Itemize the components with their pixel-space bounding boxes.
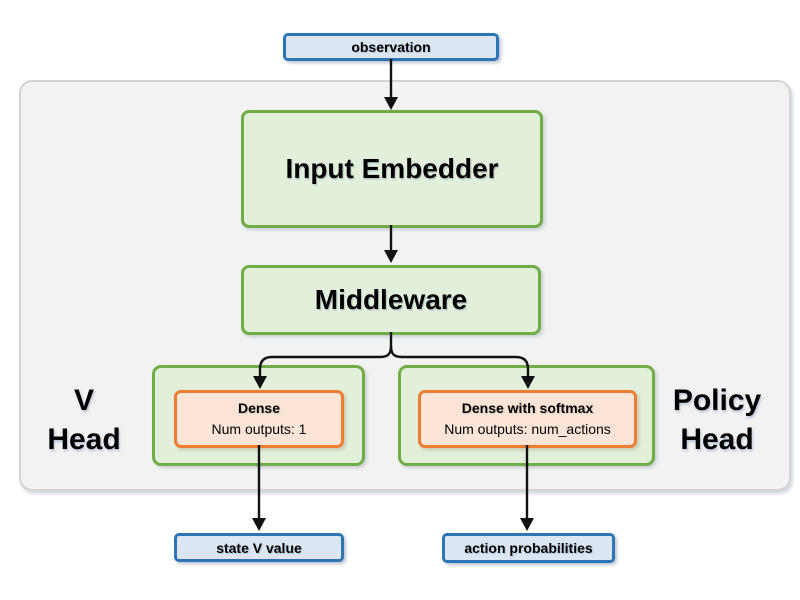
v-head-dense-subtitle: Num outputs: 1 [211,421,307,437]
arrowhead-observation-to-input-embedder [384,97,398,110]
arrowhead-middleware-to-policy-dense [521,376,535,389]
v-head-dense-node: Dense Num outputs: 1 [174,390,344,448]
v-head-dense-title: Dense [237,400,281,416]
policy-head-dense-node: Dense with softmax Num outputs: num_acti… [418,390,637,448]
arrowhead-policy-dense-to-action-probabilities [520,518,534,531]
policy-head-label: Policy Head [653,381,781,459]
arrow-middleware-to-v-dense [258,345,393,377]
policy-head-dense-title: Dense with softmax [461,400,594,416]
policy-head-dense-subtitle: Num outputs: num_actions [444,421,611,437]
action-probabilities-node: action probabilities [442,533,615,563]
input-embedder-label: Input Embedder [285,153,499,184]
observation-label: observation [351,39,431,55]
input-embedder-node: Input Embedder [241,110,543,228]
observation-node: observation [283,33,499,61]
policy-head-label-line2: Head [680,423,754,456]
state-v-value-node: state V value [174,533,344,562]
state-v-value-label: state V value [216,539,302,556]
v-head-label-line1: V [73,384,94,417]
policy-head-label-line1: Policy [672,384,762,417]
middleware-label: Middleware [314,284,468,315]
action-probabilities-label: action probabilities [464,540,593,556]
arrowhead-input-embedder-to-middleware [384,250,398,263]
v-head-label-line2: Head [47,423,121,456]
v-head-label: V Head [25,381,143,459]
arrowhead-middleware-to-v-dense [253,376,267,389]
arrowhead-v-dense-to-state-v-value [252,518,266,531]
arrow-middleware-to-policy-dense [389,345,530,377]
